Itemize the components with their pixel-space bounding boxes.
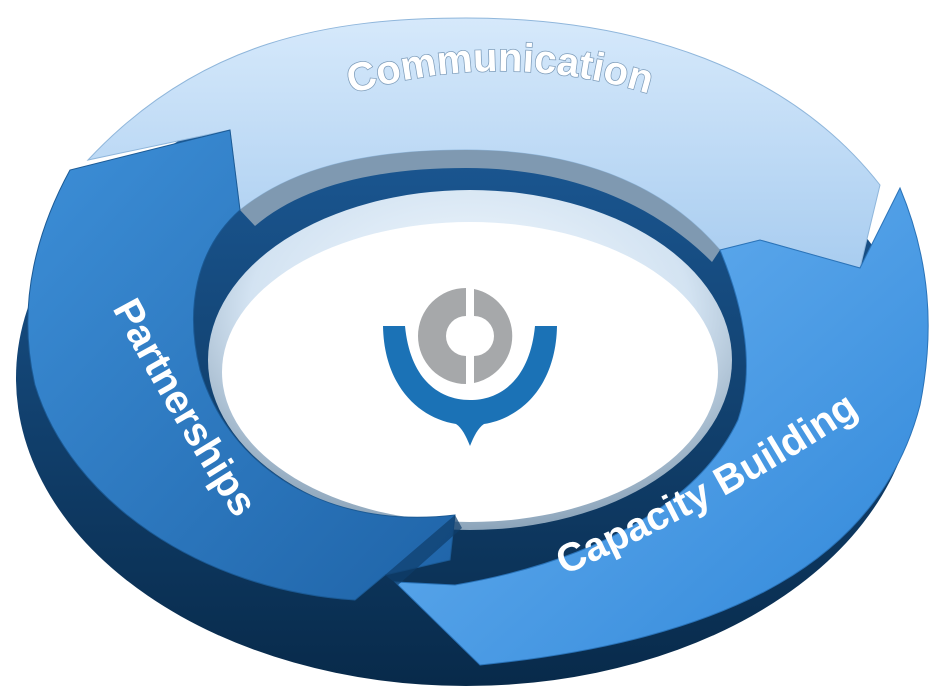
segment-capacity-building (393, 186, 929, 666)
logo-grey-ring (418, 288, 513, 384)
ring-inner-face (222, 222, 718, 522)
wco-logo-icon (383, 288, 557, 446)
logo-blue-cup (383, 326, 557, 446)
arrow-tip-shadow (385, 515, 462, 585)
segment-partnerships (27, 129, 456, 601)
segment-communication-edge (240, 150, 720, 262)
